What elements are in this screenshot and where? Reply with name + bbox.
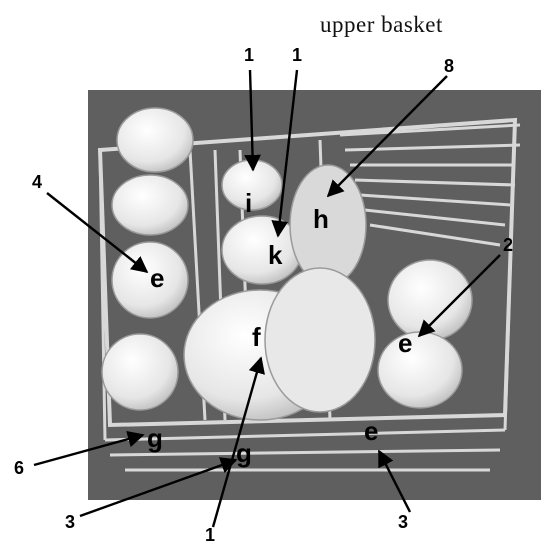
label-e-left: e: [150, 263, 164, 293]
label-g-left: g: [147, 423, 163, 453]
cup-left-2: [112, 175, 188, 235]
bowl-f-inner: [265, 268, 375, 412]
callout-1-top-left: 1: [244, 45, 254, 65]
arrow-1-top-left: [250, 70, 253, 170]
cup-right-2: [378, 332, 462, 408]
arrow-6: [34, 435, 143, 465]
label-i: i: [245, 188, 252, 218]
label-k: k: [268, 240, 283, 270]
callout-3-right: 3: [398, 512, 408, 532]
label-e-right: e: [398, 328, 412, 358]
callout-1-top-right: 1: [292, 45, 302, 65]
arrow-3-left: [80, 460, 236, 516]
arrow-3-right: [379, 451, 410, 512]
callout-3-left: 3: [65, 512, 75, 532]
label-e-bottom: e: [364, 416, 378, 446]
label-g-center: g: [236, 438, 252, 468]
cup-top-left: [117, 108, 193, 172]
callout-8: 8: [444, 56, 454, 76]
callout-1-bottom: 1: [205, 525, 215, 545]
label-h: h: [313, 204, 329, 234]
callout-4: 4: [32, 172, 42, 192]
label-f: f: [252, 322, 261, 352]
callout-2: 2: [503, 235, 513, 255]
callout-6: 6: [14, 458, 24, 478]
cup-left-4: [102, 334, 178, 410]
